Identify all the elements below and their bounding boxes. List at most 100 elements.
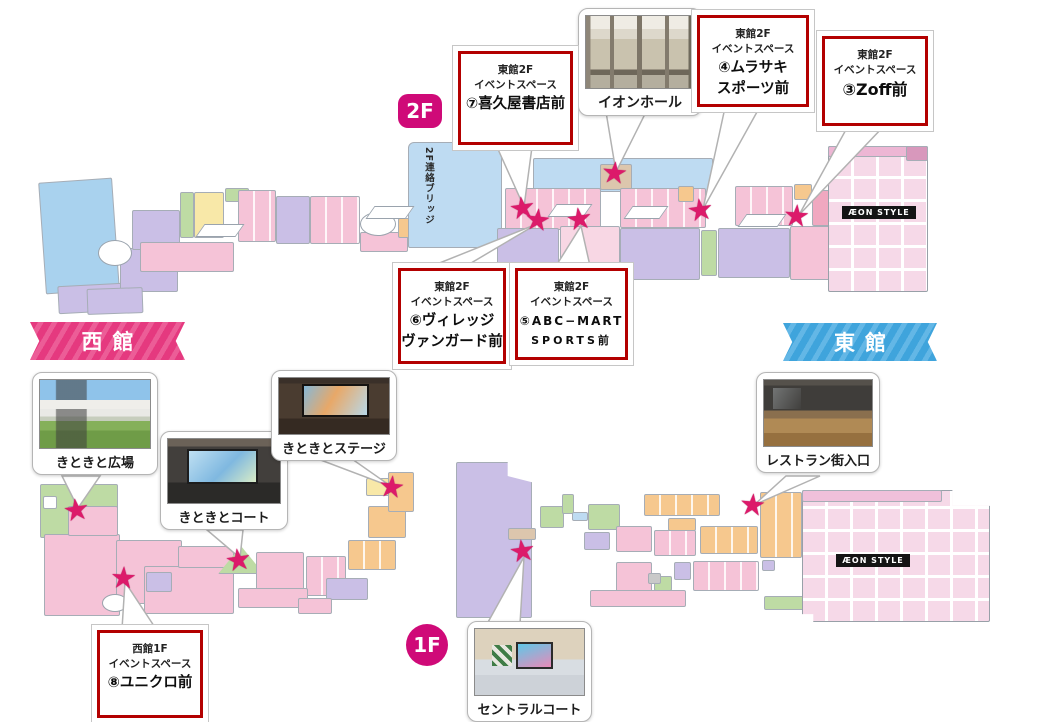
map-block <box>616 562 652 592</box>
kitokito-hiroba-photo <box>39 379 151 449</box>
callout-event-space-6: 東館2F イベントスペース ⑥ヴィレッジ ヴァンガード前 <box>398 268 506 364</box>
callout-building: 西館1F <box>132 643 168 655</box>
photo-callout-central-court: セントラルコート <box>467 621 592 722</box>
event-star-ion-hall: ★ <box>599 154 630 193</box>
photo-caption: セントラルコート <box>477 703 582 718</box>
callout-space: イベントスペース <box>108 658 192 671</box>
callout-name2: ヴァンガード前 <box>401 334 503 351</box>
map-block <box>644 494 720 516</box>
map-block <box>718 228 790 278</box>
event-star-3: ★ <box>781 198 812 235</box>
map-block <box>146 572 172 592</box>
event-star-5: ★ <box>563 200 596 239</box>
callout-space: イベントスペース <box>474 79 557 92</box>
map-block <box>508 528 536 540</box>
aeon-style-1f-label: ÆON STYLE <box>836 554 910 567</box>
callout-name: ⑧ユニクロ前 <box>107 675 193 692</box>
escalator-oval <box>98 240 132 266</box>
floor-1f-badge: 1F <box>406 624 448 666</box>
map-block <box>562 494 574 514</box>
map-block <box>802 490 942 502</box>
map-block <box>68 506 118 536</box>
callout-name: ③Zoff前 <box>842 80 908 100</box>
callout-event-space-3: 東館2F イベントスペース ③Zoff前 <box>822 36 928 126</box>
callout-tail <box>753 475 821 506</box>
callout-name: ④ムラサキ <box>718 60 788 77</box>
aeon-style-2f-area <box>828 146 928 292</box>
photo-callout-ion-hall: イオンホール <box>578 8 702 116</box>
map-block <box>616 526 652 552</box>
restaurant-gate-photo <box>763 379 873 447</box>
callout-name2: SPORTS前 <box>531 334 612 348</box>
photo-caption: レストラン街入口 <box>765 454 870 469</box>
map-block <box>790 226 830 280</box>
map-block <box>590 590 686 607</box>
callout-space: イベントスペース <box>410 296 494 309</box>
map-block <box>648 573 661 584</box>
callout-building: 東館2F <box>735 28 771 40</box>
map-block <box>760 492 802 558</box>
photo-callout-kitokito-court: きときとコート <box>160 431 288 530</box>
map-block <box>540 506 564 528</box>
callout-tail <box>60 475 102 510</box>
star-kitokito-court: ★ <box>222 541 255 580</box>
map-block <box>388 472 414 512</box>
kitokito-stage-photo <box>278 377 390 435</box>
photo-caption: きときと広場 <box>55 456 134 471</box>
map-block <box>701 230 717 276</box>
callout-tail <box>121 579 158 630</box>
star-kitokito-stage: ★ <box>376 468 407 507</box>
map-block <box>140 242 234 272</box>
map-block <box>906 146 928 161</box>
callout-event-space-7: 東館2F イベントスペース ⑦喜久屋書店前 <box>458 51 573 145</box>
callout-event-space-4: 東館2F イベントスペース ④ムラサキ スポーツ前 <box>697 15 809 107</box>
callout-tail <box>702 102 764 210</box>
map-block <box>298 598 332 614</box>
photo-caption: イオンホール <box>598 95 682 111</box>
map-block <box>584 532 610 550</box>
photo-callout-kitokito-hiroba: きときと広場 <box>32 372 158 475</box>
callout-name: ⑤ABC−MART <box>519 314 624 329</box>
callout-building: 東館2F <box>434 281 470 293</box>
callout-event-space-8: 西館1F イベントスペース ⑧ユニクロ前 <box>97 630 203 718</box>
east-building-ribbon: 東館 <box>783 323 937 361</box>
callout-tail <box>554 224 591 267</box>
map-block <box>654 530 696 556</box>
map-block <box>180 192 194 238</box>
callout-name: ⑥ヴィレッジ <box>409 313 495 330</box>
ion-hall-photo <box>585 15 695 89</box>
central-court-photo <box>474 628 585 696</box>
callout-tail <box>431 223 538 267</box>
callout-space: イベントスペース <box>530 296 613 309</box>
photo-caption: きときとコート <box>178 511 270 526</box>
map-block <box>678 186 694 202</box>
event-star-8: ★ <box>109 560 138 597</box>
map-block <box>674 562 691 580</box>
map-block <box>310 196 360 244</box>
map-block <box>620 228 700 280</box>
west-building-ribbon: 西館 <box>30 322 185 360</box>
map-block <box>276 196 310 244</box>
floor-2f-badge: 2F <box>398 94 442 128</box>
map-block <box>588 504 620 530</box>
map-block <box>348 540 396 570</box>
callout-space: イベントスペース <box>711 43 795 56</box>
star-kitokito-hiroba: ★ <box>60 491 93 530</box>
callout-building: 東館2F <box>497 64 534 76</box>
callout-tail <box>495 146 533 210</box>
callout-event-space-5: 東館2F イベントスペース ⑤ABC−MART SPORTS前 <box>515 268 628 360</box>
callout-tail <box>798 125 886 216</box>
photo-callout-kitokito-stage: きときとステージ <box>271 370 397 461</box>
map-block <box>238 190 276 242</box>
photo-callout-restaurant-gate: レストラン街入口 <box>756 372 880 473</box>
event-star-6: ★ <box>522 201 553 240</box>
map-block <box>700 526 758 554</box>
star-restaurant-gate: ★ <box>737 486 768 525</box>
map-block <box>326 578 368 600</box>
bridge-block <box>408 142 502 248</box>
star-central-court: ★ <box>506 532 539 571</box>
map-block <box>43 496 57 509</box>
callout-tail <box>204 529 244 560</box>
photo-caption: きときとステージ <box>282 442 386 457</box>
